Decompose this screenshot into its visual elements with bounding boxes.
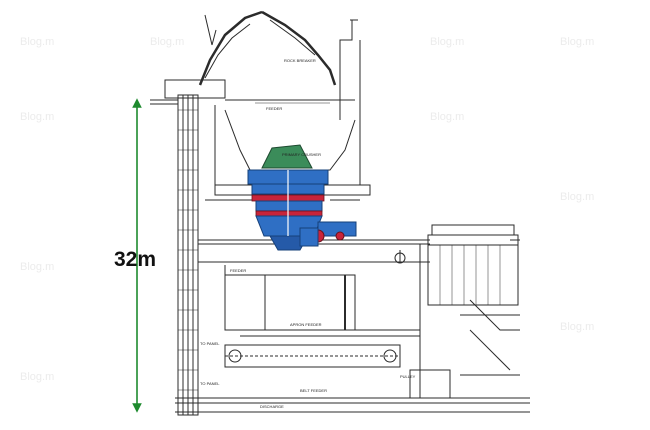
label-discharge: DISCHARGE [260,404,284,409]
drawing-labels: ROCK BREAKER FEEDER FEEDER APRON FEEDER … [200,58,416,409]
watermark-text: Blog.m [560,191,594,203]
label-rock-breaker: ROCK BREAKER [284,58,316,63]
watermark-text: Blog.m [560,321,594,333]
watermark-text: Blog.m [430,111,464,123]
label-apron-feeder: APRON FEEDER [290,322,322,327]
watermark-text: Blog.m [20,111,54,123]
watermark-layer: Blog.m Blog.m Blog.m Blog.m Blog.m Blog.… [20,36,594,383]
watermark-text: Blog.m [20,371,54,383]
label-primary-crusher: PRIMARY CRUSHER [282,152,321,157]
watermark-text: Blog.m [20,261,54,273]
label-feeder-mid: FEEDER [230,268,246,273]
cone-crusher-machine [247,144,357,251]
structure-frame [150,10,530,416]
watermark-text: Blog.m [430,36,464,48]
label-pulley: PULLEY [400,374,416,379]
label-feeder-top: FEEDER [266,106,282,111]
watermark-text: Blog.m [20,36,54,48]
watermark-text: Blog.m [560,36,594,48]
watermark-text: Blog.m [150,36,184,48]
label-panel-a: TO PANEL [200,341,220,346]
height-dimension: 32m [114,98,172,413]
label-belt-feeder: BELT FEEDER [300,388,327,393]
dimension-label: 32m [114,248,156,271]
label-panel-b: TO PANEL [200,381,220,386]
